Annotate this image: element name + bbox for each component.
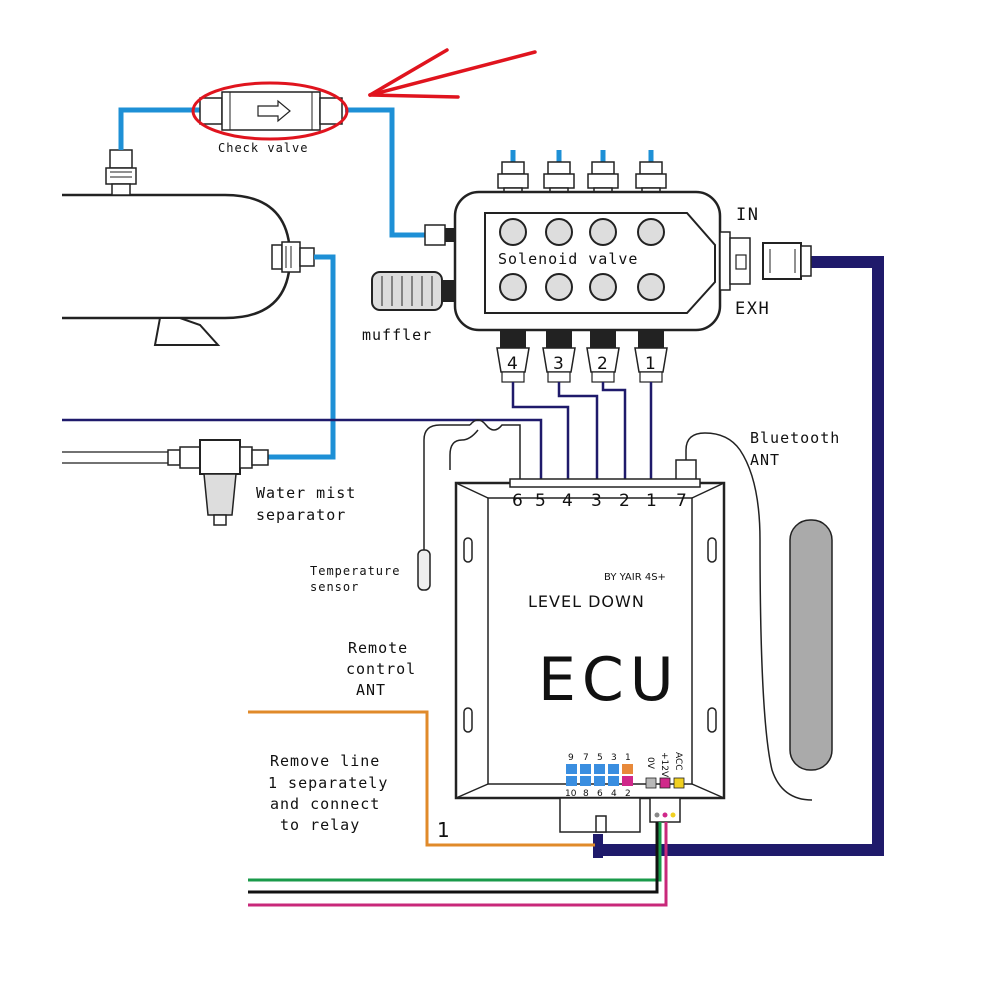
- pin-8: 8: [583, 789, 589, 799]
- annotation-arrow: [368, 48, 537, 99]
- remove-label-1: Remove line: [270, 752, 380, 770]
- ecu-pin-4: 4: [562, 491, 573, 511]
- pin-2-color: [622, 776, 633, 786]
- remove-label-4: to relay: [280, 816, 360, 834]
- flow-arrow-icon: [257, 99, 291, 123]
- port-label-3: 3: [553, 354, 564, 374]
- muffler-label: muffler: [362, 326, 432, 344]
- port-label-1: 1: [645, 354, 656, 374]
- pin-8-color: [580, 776, 591, 786]
- check-valve-highlight: [191, 81, 349, 141]
- remove-label-2: 1 separately: [268, 774, 388, 792]
- temperature-sensor: [417, 419, 521, 591]
- pin-5-color: [594, 764, 605, 774]
- pin-3-color: [608, 764, 619, 774]
- pin-7-color: [580, 764, 591, 774]
- solenoid-valve: Solenoid valve IN EXH 4 3 2 1: [424, 161, 770, 383]
- ecu-pin-3: 3: [591, 491, 602, 511]
- air-tank: [62, 149, 315, 346]
- main-harness: [593, 256, 884, 858]
- line-one-label: 1: [437, 818, 450, 842]
- pin-4-color: [608, 776, 619, 786]
- ecu-power-pins: 0V +12V ACC: [645, 752, 685, 789]
- pin-6-color: [594, 776, 605, 786]
- water-mist-separator: Water mist separator: [62, 439, 356, 526]
- water-mist-label-2: separator: [256, 506, 346, 524]
- bluetooth-antenna: Bluetooth ANT: [675, 429, 840, 801]
- ecu-pin-2: 2: [619, 491, 630, 511]
- pin-12v: +12V: [659, 752, 669, 778]
- temperature-label-2: sensor: [310, 580, 359, 594]
- pin-2: 2: [625, 789, 631, 799]
- ecu-brand: BY YAIR 4S+: [604, 572, 666, 583]
- pin-3: 3: [611, 753, 617, 763]
- pin-6: 6: [597, 789, 603, 799]
- exh-label: EXH: [735, 299, 770, 319]
- solenoid-bottom-fittings: [496, 330, 668, 383]
- ecu-pin-5: 5: [535, 491, 546, 511]
- muffler: muffler: [362, 271, 455, 344]
- ecu-mode: LEVEL DOWN: [528, 592, 645, 611]
- pin-9-color: [566, 764, 577, 774]
- pin-5: 5: [597, 753, 603, 763]
- in-label: IN: [736, 205, 759, 225]
- pin-0v: 0V: [645, 757, 655, 770]
- pin-1: 1: [625, 753, 631, 763]
- ecu-pin-1: 1: [646, 491, 657, 511]
- pin-9: 9: [568, 753, 574, 763]
- valve-wires: [62, 382, 653, 483]
- ecu-bottom-pins: 9 7 5 3 1 10 8 6 4 2: [565, 753, 633, 799]
- ecu-pin-6: 6: [512, 491, 523, 511]
- bluetooth-label-1: Bluetooth: [750, 429, 840, 447]
- pin-4: 4: [611, 789, 617, 799]
- bluetooth-label-2: ANT: [750, 451, 780, 469]
- remote-label-1: Remote: [348, 639, 408, 657]
- water-mist-label-1: Water mist: [256, 484, 356, 502]
- port-label-4: 4: [507, 354, 518, 374]
- pin-10-color: [566, 776, 577, 786]
- solenoid-valve-label: Solenoid valve: [498, 250, 638, 268]
- ecu-pin-7: 7: [676, 491, 687, 511]
- bluetooth-connector: [762, 242, 812, 280]
- ecu-title: ECU: [538, 645, 680, 715]
- solenoid-coils: [499, 218, 665, 301]
- check-valve-label: Check valve: [218, 141, 308, 155]
- ecu-top-pin-labels: 6 5 4 3 2 1 7: [512, 491, 687, 511]
- remote-label-2: control: [346, 660, 416, 678]
- pin-1-color: [622, 764, 633, 774]
- power-wires: [248, 710, 668, 907]
- pin-7: 7: [583, 753, 589, 763]
- ecu-box: 6 5 4 3 2 1 7 BY YAIR 4S+ LEVEL DOWN ECU…: [454, 478, 726, 833]
- air-lines: [118, 107, 654, 460]
- pin-10: 10: [565, 789, 577, 799]
- remove-label-3: and connect: [270, 795, 380, 813]
- remote-label-3: ANT: [356, 681, 386, 699]
- temperature-label-1: Temperature: [310, 564, 400, 578]
- check-valve: Check valve: [191, 81, 349, 155]
- port-label-2: 2: [597, 354, 608, 374]
- pin-acc: ACC: [673, 752, 683, 771]
